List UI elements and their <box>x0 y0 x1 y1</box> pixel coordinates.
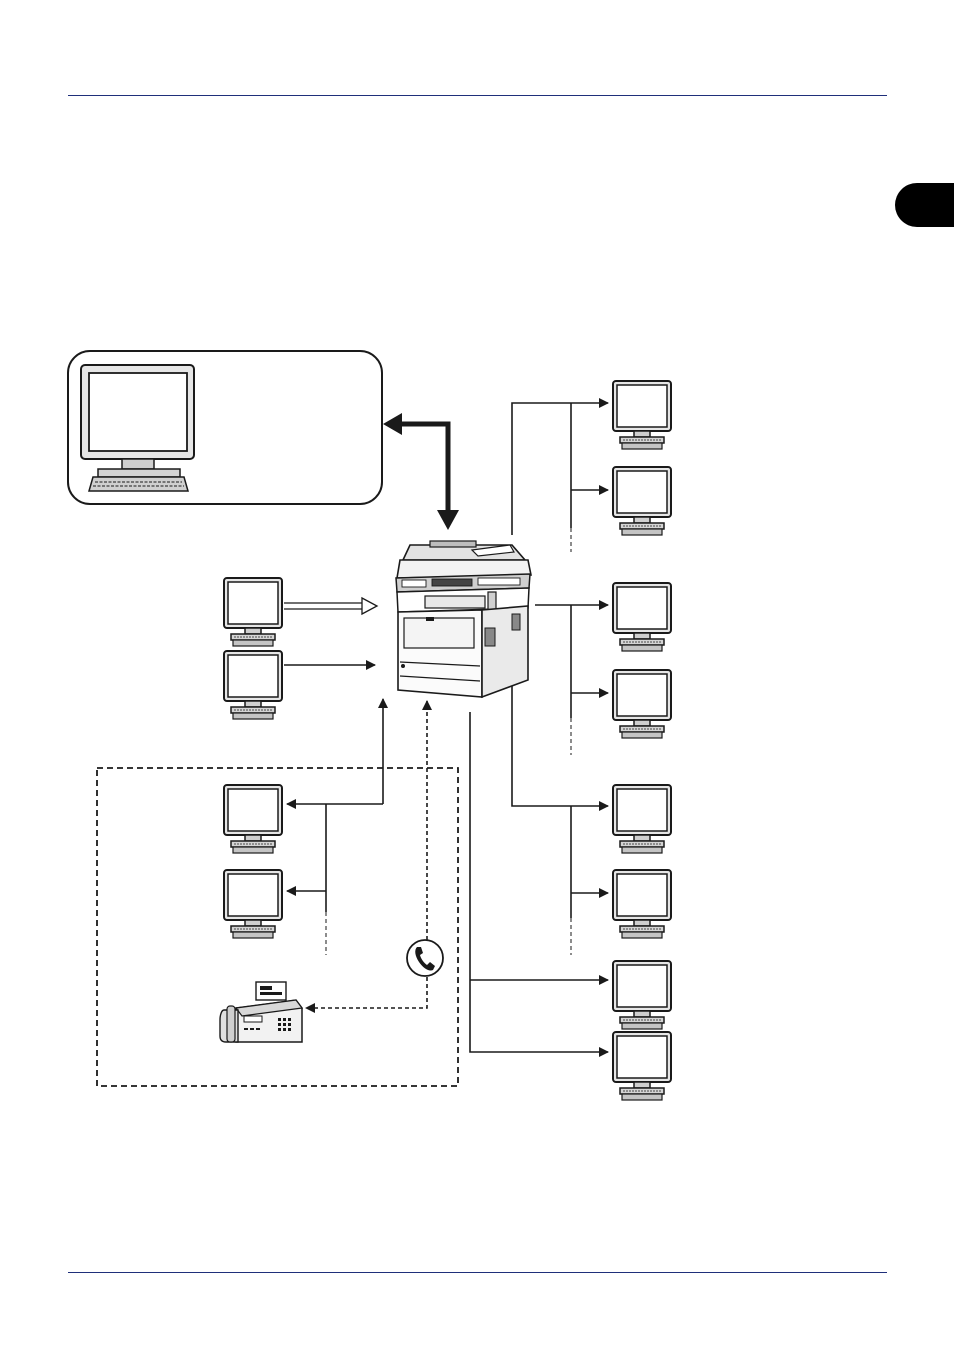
monitor-icon <box>223 869 283 939</box>
monitor-icon <box>612 960 672 1030</box>
monitor-icon <box>612 784 672 854</box>
link-net-left <box>286 698 388 955</box>
multifunction-printer-icon <box>395 540 532 699</box>
open-arrow-left-1 <box>284 596 379 616</box>
remote-group-frame <box>96 767 459 1087</box>
monitor-icon <box>612 380 672 450</box>
monitor-icon <box>612 869 672 939</box>
phone-icon <box>406 939 444 977</box>
monitor-icon <box>612 582 672 652</box>
monitor-icon <box>223 784 283 854</box>
footer-rule <box>68 1272 887 1273</box>
computer-with-keyboard-icon <box>80 364 195 492</box>
monitor-icon <box>223 650 283 720</box>
right-links <box>469 398 609 1057</box>
monitor-icon <box>612 466 672 536</box>
monitor-icon <box>612 1031 672 1101</box>
chapter-tab <box>895 183 954 227</box>
monitor-icon <box>223 577 283 647</box>
link-fax <box>305 700 432 1013</box>
monitor-icon <box>612 669 672 739</box>
admin-link-arrow <box>383 413 459 530</box>
header-rule <box>68 95 887 96</box>
fax-machine-icon <box>219 981 304 1043</box>
